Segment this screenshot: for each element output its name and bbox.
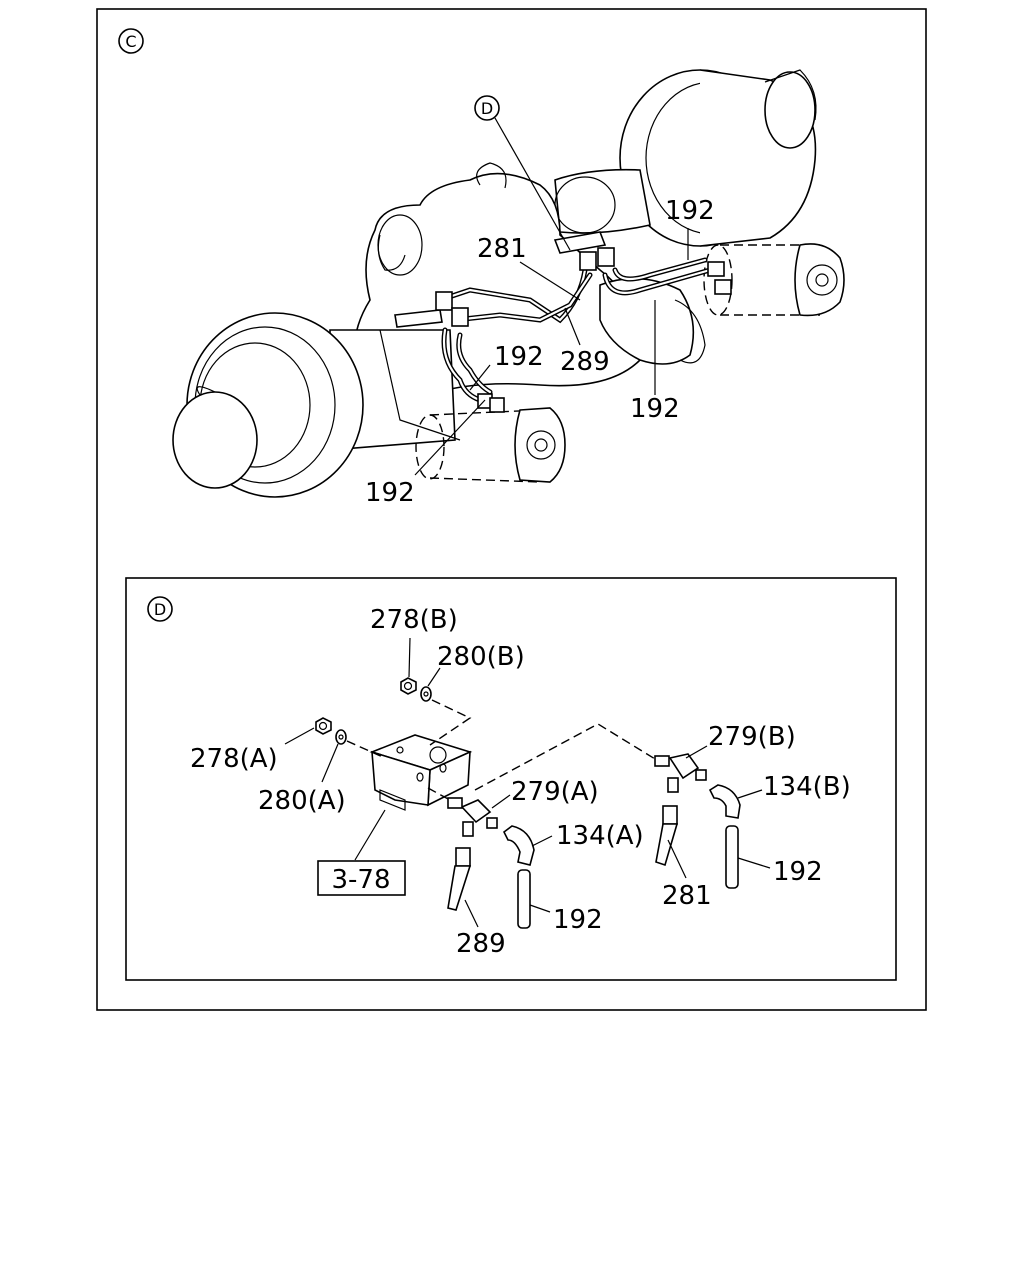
callout-134b: 134(B) [763, 772, 851, 802]
callout-192-right: 192 [630, 394, 680, 424]
callout-279b: 279(B) [708, 722, 796, 752]
callout-278b: 278(B) [370, 605, 458, 635]
rear-axle-drawing [172, 69, 845, 498]
view-d-marker: D [147, 596, 173, 622]
callout-279a: 279(A) [511, 777, 599, 807]
callout-280a: 280(A) [258, 786, 346, 816]
view-d-frame [125, 577, 897, 981]
detail-d-marker: D [481, 99, 493, 118]
callout-281-detail: 281 [662, 881, 712, 911]
callout-192-detail-a: 192 [553, 905, 603, 935]
svg-text:3-78: 3-78 [331, 865, 390, 895]
callout-280b: 280(B) [437, 642, 525, 672]
svg-text:D: D [154, 600, 166, 619]
view-c-marker: C [118, 28, 144, 54]
callout-192-mid: 192 [494, 342, 544, 372]
detail-parts [315, 677, 741, 929]
main-leaders [414, 95, 689, 476]
svg-text:C: C [125, 32, 136, 51]
reference-box: 3-78 [317, 860, 406, 896]
brake-pipes [435, 247, 732, 413]
callout-289-detail: 289 [456, 929, 506, 959]
callout-281: 281 [477, 234, 527, 264]
callout-278a: 278(A) [190, 744, 278, 774]
callout-289: 289 [560, 347, 610, 377]
callout-134a: 134(A) [556, 821, 644, 851]
callout-192-detail-b: 192 [773, 857, 823, 887]
detail-leaders [284, 637, 771, 928]
callout-192-bottom: 192 [365, 478, 415, 508]
view-c-frame [96, 8, 927, 1011]
callout-192-top: 192 [665, 196, 715, 226]
